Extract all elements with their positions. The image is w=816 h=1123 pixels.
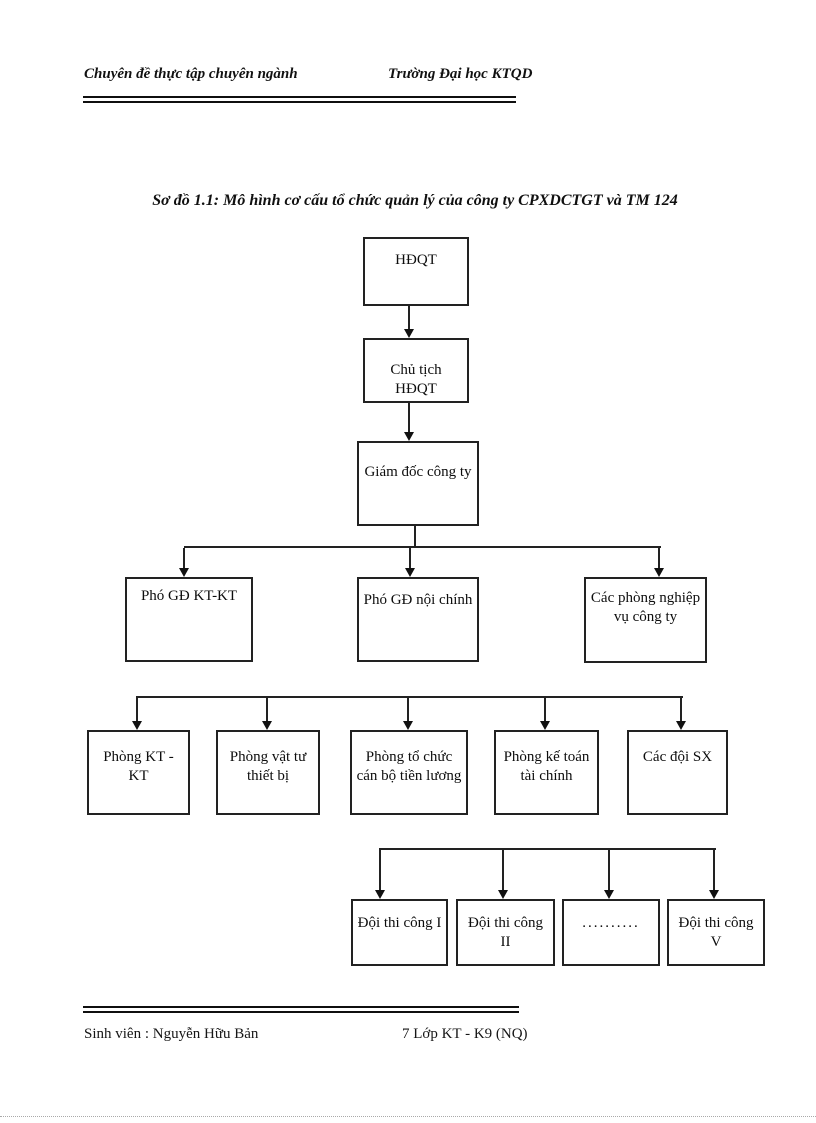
org-box-cac-doi-sx: Các đội SX [627, 730, 728, 815]
connector-tier5-bar [136, 696, 683, 698]
connector-tier6-drop-3 [608, 850, 610, 890]
connector-tier5-arrowhead-2 [262, 721, 272, 730]
connector-tier6-arrowhead-4 [709, 890, 719, 899]
connector-tier5-drop-5 [680, 698, 682, 721]
org-box-pho-gd-kt-kt: Phó GĐ KT-KT [125, 577, 253, 662]
connector-tier6-drop-2 [502, 850, 504, 890]
page-bottom-dotted-line [0, 1116, 816, 1117]
header-left-text: Chuyên đề thực tập chuyên ngành [84, 66, 298, 82]
footer-rule [83, 1006, 519, 1013]
connector-tier6-bar [379, 848, 716, 850]
connector-tier5-drop-1 [136, 698, 138, 721]
connector-tier6-arrowhead-1 [375, 890, 385, 899]
connector-tier4-arrowhead-2 [405, 568, 415, 577]
connector-tier4-drop-2 [409, 548, 411, 568]
org-box-chu-tich-hdqt: Chủ tịch HĐQT [363, 338, 469, 403]
footer-student-name: Sinh viên : Nguyễn Hữu Bản [84, 1026, 259, 1042]
connector-tier6-arrowhead-2 [498, 890, 508, 899]
connector-tier5-arrowhead-1 [132, 721, 142, 730]
org-box-phong-ke-toan: Phòng kế toán tài chính [494, 730, 599, 815]
org-box-doi-thi-cong-5: Đội thi công V [667, 899, 765, 966]
footer-page-info: 7 Lớp KT - K9 (NQ) [402, 1026, 528, 1043]
org-box-doi-thi-cong-1: Đội thi công I [351, 899, 448, 966]
page-number: 7 [402, 1026, 410, 1042]
connector-l2-l3-arrowhead [404, 432, 414, 441]
connector-l1-l2-line [408, 306, 410, 329]
org-box-pho-gd-noi-chinh: Phó GĐ nội chính [357, 577, 479, 662]
connector-tier4-bar [184, 546, 661, 548]
org-box-phong-to-chuc: Phòng tổ chức cán bộ tiền lương [350, 730, 468, 815]
connector-tier6-arrowhead-3 [604, 890, 614, 899]
connector-l2-l3-line [408, 403, 410, 432]
org-box-phong-vat-tu: Phòng vật tư thiết bị [216, 730, 320, 815]
connector-tier5-drop-3 [407, 698, 409, 721]
footer-class-info: Lớp KT - K9 (NQ) [413, 1026, 528, 1042]
connector-tier4-arrowhead-1 [179, 568, 189, 577]
org-box-doi-thi-cong-2: Đội thi công II [456, 899, 555, 966]
connector-tier6-drop-4 [713, 850, 715, 890]
org-box-phong-kt-kt: Phòng KT - KT [87, 730, 190, 815]
connector-tier5-drop-4 [544, 698, 546, 721]
connector-tier4-drop-3 [658, 548, 660, 568]
connector-l1-l2-arrowhead [404, 329, 414, 338]
connector-tier5-arrowhead-5 [676, 721, 686, 730]
diagram-title: Sơ đồ 1.1: Mô hình cơ cấu tổ chức quản l… [152, 192, 678, 209]
connector-tier5-arrowhead-4 [540, 721, 550, 730]
header-right-text: Trường Đại học KTQD [388, 66, 533, 82]
header-rule [83, 96, 516, 103]
connector-tier5-drop-2 [266, 698, 268, 721]
org-box-giam-doc: Giám đốc công ty [357, 441, 479, 526]
connector-tier5-arrowhead-3 [403, 721, 413, 730]
org-box-hdqt: HĐQT [363, 237, 469, 306]
org-box-doi-thi-cong-ellipsis: .......... [562, 899, 660, 966]
connector-tier6-drop-1 [379, 850, 381, 890]
connector-tier4-drop-1 [183, 548, 185, 568]
org-box-cac-phong-nghiep-vu: Các phòng nghiệp vụ công ty [584, 577, 707, 663]
connector-l3-stem [414, 526, 416, 548]
connector-tier4-arrowhead-3 [654, 568, 664, 577]
